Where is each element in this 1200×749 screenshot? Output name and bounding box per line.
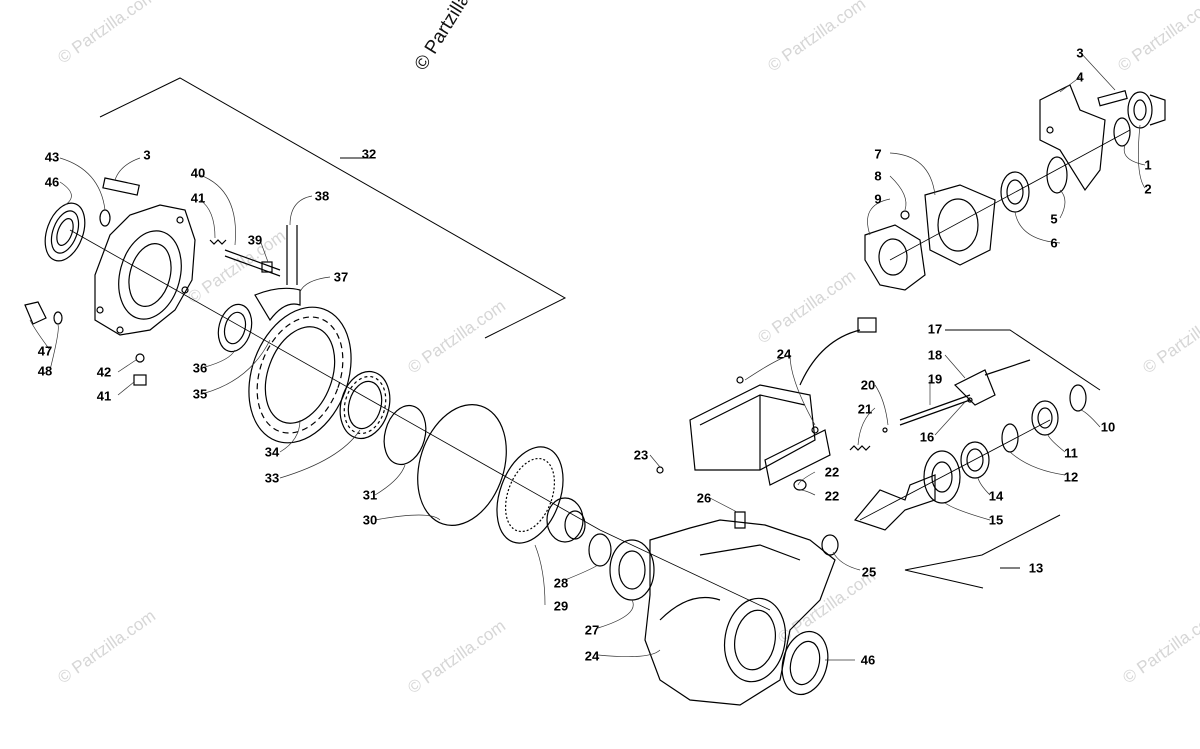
- callout-39[interactable]: 38: [314, 188, 330, 204]
- callout-28[interactable]: 27: [584, 622, 600, 638]
- callout-24[interactable]: 24: [776, 346, 792, 362]
- callout-18[interactable]: 18: [927, 347, 943, 363]
- part-14-bearing: [960, 441, 990, 479]
- callout-14[interactable]: 14: [988, 488, 1004, 504]
- part-4-bracket: [1039, 84, 1106, 192]
- callout-45[interactable]: 43: [44, 149, 60, 165]
- part-shift-fork: [849, 359, 1031, 451]
- part-28-bearing: [609, 539, 655, 601]
- part-22-actuator: [656, 317, 877, 491]
- leader-lines: [29, 51, 1146, 661]
- callout-33[interactable]: 32: [361, 146, 377, 162]
- callout-19[interactable]: 19: [927, 371, 943, 387]
- part-46-seal: [781, 630, 829, 696]
- part-3-bolt: [102, 177, 140, 196]
- callout-15[interactable]: 15: [988, 512, 1004, 528]
- group-bracket-17: [945, 329, 1101, 391]
- callout-7[interactable]: 7: [874, 146, 882, 162]
- callout-46-right[interactable]: 46: [860, 652, 876, 668]
- callout-27[interactable]: 26: [696, 490, 712, 506]
- callout-13[interactable]: 13: [1028, 560, 1044, 576]
- part-9-gasket: [864, 224, 926, 291]
- callout-12[interactable]: 12: [1063, 469, 1079, 485]
- part-7-8-cover: [900, 184, 996, 266]
- part-30-differential: [496, 446, 586, 544]
- callout-32[interactable]: 31: [362, 487, 378, 503]
- callout-16[interactable]: 16: [919, 429, 935, 445]
- part-pinion-shaft: [853, 474, 936, 531]
- callout-23[interactable]: 22: [824, 488, 840, 504]
- callout-22[interactable]: 22: [824, 464, 840, 480]
- part-2-seal: [1113, 117, 1131, 147]
- callout-26[interactable]: 25: [861, 564, 877, 580]
- callout-2[interactable]: 2: [1144, 181, 1152, 197]
- callout-17[interactable]: 17: [927, 321, 943, 337]
- callout-25[interactable]: 24: [584, 648, 600, 664]
- callout-30[interactable]: 29: [553, 598, 569, 614]
- callout-37[interactable]: 36: [192, 360, 208, 376]
- part-37-bearing: [217, 303, 253, 353]
- callout-36[interactable]: 35: [192, 386, 208, 402]
- part-27-fitting: [734, 511, 746, 529]
- callout-41[interactable]: 40: [190, 165, 206, 181]
- callout-6[interactable]: 6: [1050, 235, 1058, 251]
- callout-3-right[interactable]: 3: [1076, 45, 1084, 61]
- axis-lines: [69, 129, 1131, 611]
- part-46-washer: [99, 209, 111, 227]
- callout-34[interactable]: 33: [264, 470, 280, 486]
- callout-4[interactable]: 4: [1076, 69, 1084, 85]
- callout-5[interactable]: 5: [1050, 211, 1058, 227]
- callout-44[interactable]: 42: [96, 364, 112, 380]
- callout-3[interactable]: 3: [143, 147, 151, 163]
- callout-11[interactable]: 11: [1064, 445, 1078, 461]
- callout-20[interactable]: 20: [860, 377, 876, 393]
- callout-35[interactable]: 34: [264, 444, 280, 460]
- callout-47[interactable]: 47: [37, 343, 53, 359]
- part-29-ring: [588, 533, 612, 567]
- part-31-large-o-ring: [417, 404, 507, 526]
- part-cover-plate: [94, 204, 196, 336]
- part-45-seal: [44, 202, 86, 262]
- callout-1[interactable]: 1: [1144, 157, 1152, 173]
- callout-29[interactable]: 28: [553, 575, 569, 591]
- callout-31[interactable]: 30: [362, 512, 378, 528]
- part-15-bearing: [923, 450, 961, 504]
- callout-48[interactable]: 48: [37, 363, 53, 379]
- part-47-plug: [24, 301, 63, 325]
- callout-21[interactable]: 21: [857, 401, 873, 417]
- group-bracket-13: [904, 514, 1061, 589]
- group-bracket-33: [99, 77, 567, 339]
- callout-8[interactable]: 8: [874, 168, 882, 184]
- callout-10[interactable]: 10: [1100, 419, 1116, 435]
- part-44-43-bolts: [133, 353, 147, 386]
- callout-42[interactable]: 41: [190, 190, 206, 206]
- part-3-bolt-right: [1097, 90, 1128, 107]
- part-26-seal: [821, 534, 839, 556]
- part-5-ring: [1046, 156, 1068, 194]
- callout-46[interactable]: 46: [44, 174, 60, 190]
- part-36-clutch-ring: [248, 306, 352, 444]
- part-41-shaft: [209, 239, 281, 277]
- callout-38[interactable]: 37: [333, 269, 349, 285]
- part-10-ring: [1069, 384, 1087, 412]
- callout-40[interactable]: 39: [247, 232, 263, 248]
- part-25-housing: [644, 519, 836, 706]
- part-32-ring: [383, 404, 427, 466]
- part-38-fork: [254, 225, 301, 322]
- part-1-flange: [1127, 91, 1166, 129]
- callout-43[interactable]: 41: [96, 388, 112, 404]
- part-11-nut: [1031, 400, 1059, 436]
- callout-24-left[interactable]: 23: [633, 447, 649, 463]
- callout-9[interactable]: 9: [874, 191, 882, 207]
- part-35-bearing: [339, 370, 391, 440]
